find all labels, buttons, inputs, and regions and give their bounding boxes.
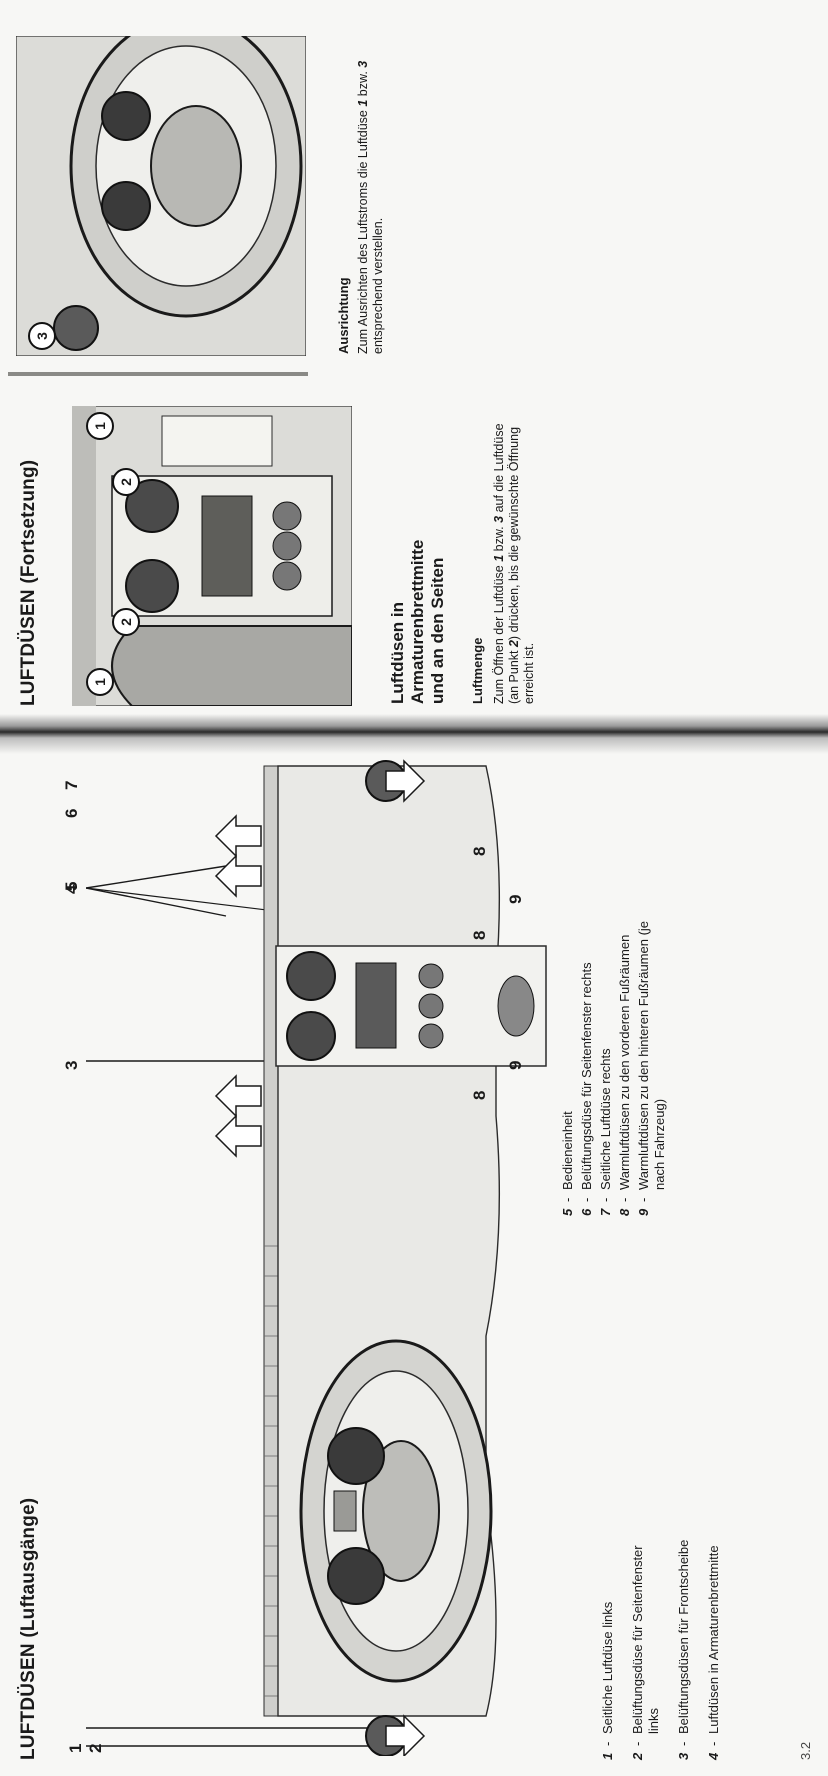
legend-item: 6 - Belüftungsdüse für Seitenfenster rec… — [579, 906, 595, 1216]
legend-dash: - — [636, 1197, 651, 1202]
right-page: LUFTDÜSEN (Fortsetzung) 1 2 — [0, 0, 828, 726]
section-subheading: Luftdüsen in Armaturenbrettmitte und an … — [388, 540, 448, 704]
legend-item: 4 - Luftdüsen in Armaturenbrettmitte — [706, 1520, 722, 1760]
callout-6: 6 — [62, 808, 81, 818]
callout-3: 3 — [62, 1060, 81, 1070]
page-number: 3.2 — [798, 1741, 813, 1760]
legend-dash: - — [630, 1741, 645, 1746]
legend-dash: - — [600, 1741, 615, 1746]
legend-number: 9 — [636, 1208, 651, 1216]
legend-number: 4 — [706, 1752, 721, 1760]
legend-item: 9 - Warmluftdüsen zu den hinteren Fußräu… — [636, 906, 668, 1216]
legend-dash: - — [617, 1197, 632, 1202]
badge-2-left: 2 — [112, 608, 140, 636]
legend-text: Belüftungsdüse für Seitenfenster rechts — [579, 962, 594, 1190]
legend-text: Belüftungsdüsen für Frontscheibe — [676, 1539, 691, 1734]
callout-8: 8 — [470, 930, 489, 940]
callout-8: 8 — [470, 846, 489, 856]
ref-number: 3 — [492, 515, 506, 523]
legend-number: 1 — [600, 1752, 615, 1760]
luftmenge-heading: Luftmenge — [470, 637, 485, 704]
legend-item: 5 - Bedieneinheit — [560, 906, 576, 1216]
legend-left: 1 - Seitliche Luftdüse links 2 - Belüftu… — [600, 1520, 736, 1760]
left-page: LUFTDÜSEN (Luftausgänge) 1 2 3 4 — [0, 746, 828, 1776]
legend-item: 3 - Belüftungsdüsen für Frontscheibe — [676, 1520, 692, 1760]
badge-1-left: 1 — [86, 668, 114, 696]
legend-number: 6 — [579, 1208, 594, 1216]
dashboard-illustration — [86, 759, 547, 1756]
ref-number: 2 — [507, 640, 521, 648]
ref-number: 1 — [356, 99, 370, 107]
text-run: Zum Ausrichten des Luftstroms die Luftdü… — [356, 106, 370, 354]
legend-item: 2 - Belüftungsdüse für Seitenfenster lin… — [630, 1520, 662, 1760]
center-vents-photo — [72, 406, 352, 706]
center-vents-illustration — [72, 406, 352, 706]
legend-text: Bedieneinheit — [560, 1111, 575, 1190]
ref-number: 1 — [492, 554, 506, 562]
legend-text: Belüftungsdüse für Seitenfenster links — [630, 1545, 661, 1734]
badge-2-right: 2 — [112, 468, 140, 496]
continuation-title: LUFTDÜSEN (Fortsetzung) — [18, 459, 39, 706]
legend-item: 7 - Seitliche Luftdüse rechts — [598, 906, 614, 1216]
callout-7: 7 — [62, 780, 81, 790]
callout-9: 9 — [506, 1060, 525, 1070]
legend-dash: - — [560, 1197, 575, 1202]
text-run: Zum Öffnen der Luftdüse — [492, 561, 506, 704]
legend-number: 2 — [630, 1752, 645, 1760]
subheading-line: Armaturenbrettmitte — [408, 539, 427, 704]
text-run: bzw. — [492, 522, 506, 555]
ref-number: 3 — [356, 60, 370, 68]
ausrichtung-text: Zum Ausrichten des Luftstroms die Luftdü… — [356, 54, 386, 354]
luftmenge-text: Zum Öffnen der Luftdüse 1 bzw. 3 auf die… — [492, 414, 537, 704]
callout-1: 1 — [66, 1743, 85, 1753]
ausrichtung-heading: Ausrichtung — [336, 277, 351, 354]
legend-text: Warmluftdüsen zu den vorderen Fußräumen — [617, 934, 632, 1190]
subheading-line: und an den Seiten — [428, 557, 447, 704]
legend-dash: - — [706, 1741, 721, 1746]
callout-5: 5 — [62, 881, 81, 891]
legend-dash: - — [579, 1197, 594, 1202]
text-run: bzw. — [356, 67, 370, 100]
dashboard-figure — [86, 756, 556, 1756]
legend-number: 7 — [598, 1208, 613, 1216]
legend-number: 3 — [676, 1752, 691, 1760]
legend-number: 5 — [560, 1208, 575, 1216]
legend-text: Seitliche Luftdüse rechts — [598, 1048, 613, 1190]
subheading-line: Luftdüsen in — [388, 602, 407, 704]
legend-text: Luftdüsen in Armaturenbrettmitte — [706, 1545, 721, 1734]
side-vent-photo — [16, 36, 306, 356]
callout-9: 9 — [506, 894, 525, 904]
legend-dash: - — [598, 1197, 613, 1202]
legend-dash: - — [676, 1741, 691, 1746]
page-title: LUFTDÜSEN (Luftausgänge) — [18, 1497, 39, 1760]
legend-right: 5 - Bedieneinheit 6 - Belüftungsdüse für… — [560, 906, 671, 1216]
legend-number: 8 — [617, 1208, 632, 1216]
legend-text: Warmluftdüsen zu den hinteren Fußräumen … — [636, 920, 667, 1190]
callout-8: 8 — [470, 1090, 489, 1100]
badge-3: 3 — [28, 322, 56, 350]
badge-1-right: 1 — [86, 412, 114, 440]
text-run: entsprechend verstellen. — [371, 217, 385, 354]
legend-item: 1 - Seitliche Luftdüse links — [600, 1520, 616, 1760]
side-vent-illustration — [16, 36, 306, 356]
legend-item: 8 - Warmluftdüsen zu den vorderen Fußräu… — [617, 906, 633, 1216]
legend-text: Seitliche Luftdüse links — [600, 1601, 615, 1734]
column-divider — [8, 372, 308, 376]
